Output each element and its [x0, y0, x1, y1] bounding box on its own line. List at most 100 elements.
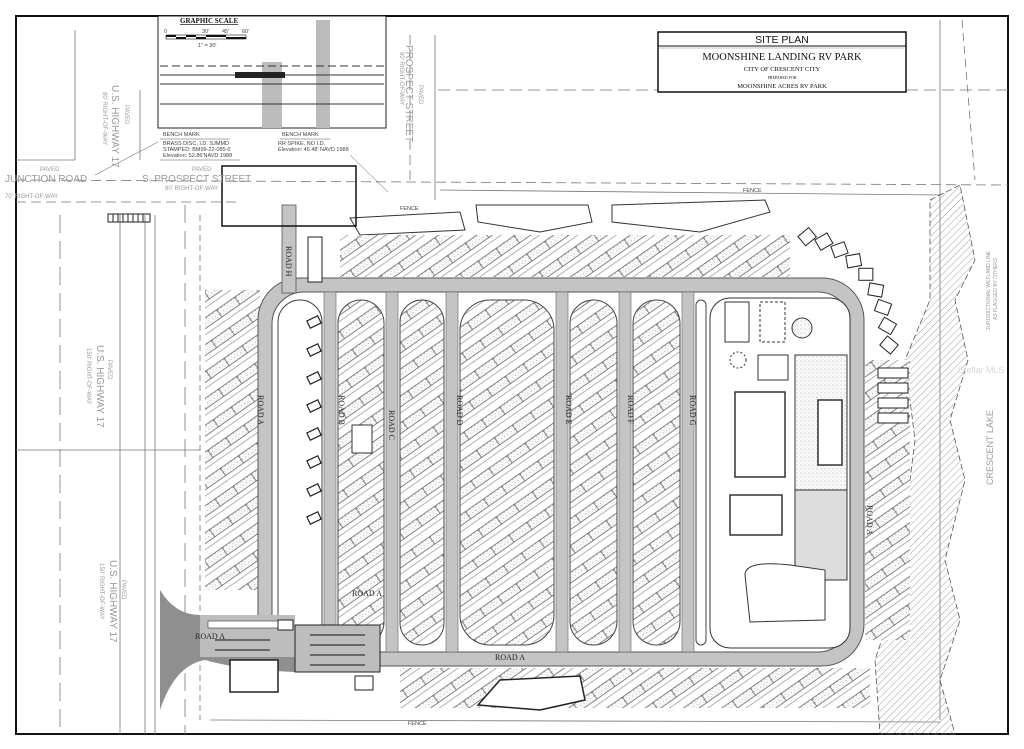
svg-text:70' RIGHT-OF-WAY: 70' RIGHT-OF-WAY: [5, 194, 58, 200]
cabin: [877, 382, 909, 394]
road-h-label: ROAD H: [284, 246, 293, 277]
svg-text:PAVED: PAVED: [106, 360, 112, 380]
svg-text:U.S. HIGHWAY 17: U.S. HIGHWAY 17: [94, 345, 105, 428]
svg-text:BENCH MARK: BENCH MARK: [282, 132, 319, 138]
svg-text:PAVED: PAVED: [192, 167, 212, 173]
svg-text:45': 45': [222, 29, 229, 35]
svg-text:FENCE: FENCE: [743, 188, 762, 194]
bottom-pond: [476, 675, 586, 711]
road-a-bottom-label: ROAD A: [495, 653, 525, 662]
svg-text:BENCH MARK: BENCH MARK: [163, 132, 200, 138]
rv-island: [569, 299, 618, 646]
rv-sites-top-row: [340, 235, 790, 277]
fence-labels: FENCE FENCE FENCE: [400, 188, 762, 727]
road-f-label: ROAD F: [626, 395, 635, 425]
svg-text:U.S. HIGHWAY 17: U.S. HIGHWAY 17: [109, 85, 120, 168]
internal-road: [385, 291, 399, 653]
svg-text:PAVED: PAVED: [40, 167, 60, 173]
pad: [306, 483, 322, 497]
pad: [306, 511, 322, 525]
svg-text:150' RIGHT-OF-WAY: 150' RIGHT-OF-WAY: [85, 348, 91, 404]
svg-text:MOONSHINE ACRES RV PARK: MOONSHINE ACRES RV PARK: [737, 83, 827, 90]
svg-text:80' RIGHT-OF-WAY: 80' RIGHT-OF-WAY: [398, 52, 404, 105]
rv-sites-bottom-row: [400, 668, 870, 708]
road-a-inner-label: ROAD A: [352, 589, 382, 598]
internal-road: [618, 291, 632, 653]
svg-text:STAMPED: BM99-22-085-0: STAMPED: BM99-22-085-0: [163, 147, 230, 153]
road-a-left-label: ROAD A: [256, 395, 265, 425]
svg-text:150' RIGHT-OF-WAY: 150' RIGHT-OF-WAY: [98, 563, 104, 619]
pad: [306, 399, 322, 413]
wetland-note-1: JURISDICTIONAL WETLAND LINE: [986, 250, 992, 330]
cabin: [797, 226, 818, 247]
bench-mark-2: BENCH MARK RR SPIKE, NO I.D. Elevation: …: [278, 132, 389, 193]
pad: [306, 343, 322, 357]
svg-text:80' RIGHT-OF-WAY: 80' RIGHT-OF-WAY: [165, 186, 218, 192]
cabin: [867, 282, 885, 298]
svg-text:JUNCTION ROAD: JUNCTION ROAD: [5, 174, 87, 185]
cabin: [877, 412, 909, 424]
svg-text:BRASS DISC, I.D. SJMMD: BRASS DISC, I.D. SJMMD: [163, 141, 229, 147]
internal-road: [555, 291, 569, 653]
svg-text:RR SPIKE, NO I.D.: RR SPIKE, NO I.D.: [278, 141, 326, 147]
cabin: [845, 253, 863, 269]
rv-island: [459, 299, 555, 646]
street-labels: PAVED JUNCTION ROAD 70' RIGHT-OF-WAY PAV…: [5, 45, 423, 643]
internal-road: [323, 291, 337, 653]
svg-text:SITE PLAN: SITE PLAN: [755, 34, 809, 46]
cabin: [877, 397, 909, 409]
watermark: Stellar MLS: [958, 365, 1005, 375]
internal-road: [681, 291, 695, 653]
svg-text:PAVED: PAVED: [417, 85, 423, 105]
svg-text:PREPARED FOR: PREPARED FOR: [768, 75, 797, 80]
rv-island: [399, 299, 445, 646]
road-d-label: ROAD D: [455, 395, 464, 426]
pad: [306, 315, 322, 329]
svg-text:PAVED: PAVED: [123, 105, 129, 125]
cabin: [877, 316, 898, 336]
enlarged-entrance-detail: [157, 15, 387, 227]
svg-text:Elevation: 46.48' NAVD 1988: Elevation: 46.48' NAVD 1988: [278, 147, 349, 153]
svg-text:GRAPHIC SCALE: GRAPHIC SCALE: [180, 17, 238, 25]
svg-text:30': 30': [202, 29, 209, 35]
road-b-label: ROAD B: [337, 395, 346, 425]
road-labels: ROAD H ROAD A ROAD B ROAD C ROAD D ROAD …: [195, 246, 874, 662]
cabin: [879, 335, 899, 355]
pad: [306, 371, 322, 385]
wetland-note-2: AS FLAGGED BY OTHERS: [993, 257, 999, 320]
rv-islands: [277, 291, 707, 653]
road-g-label: ROAD G: [688, 395, 697, 426]
cabin: [830, 241, 849, 259]
title-block: SITE PLAN MOONSHINE LANDING RV PARK CITY…: [657, 31, 907, 93]
pad: [306, 455, 322, 469]
cabins: [797, 226, 909, 424]
road-e-label: ROAD E: [564, 395, 573, 425]
lake-label: CRESCENT LAKE: [985, 410, 995, 485]
svg-text:0: 0: [164, 29, 167, 35]
cabin: [814, 232, 834, 252]
cabin: [877, 367, 909, 379]
road-a-entrance-label: ROAD A: [195, 632, 225, 641]
graphic-scale: GRAPHIC SCALE 0 30' 45' 60' 1" = 30': [164, 17, 249, 49]
cabin: [873, 298, 893, 317]
clubhouse-area: [709, 297, 851, 649]
svg-text:CITY OF CRESCENT CITY: CITY OF CRESCENT CITY: [744, 66, 821, 73]
rv-island: [695, 299, 707, 646]
svg-text:U.S. HIGHWAY 17: U.S. HIGHWAY 17: [107, 560, 118, 643]
svg-text:PAVED: PAVED: [120, 580, 126, 600]
svg-text:80' RIGHT-OF-WAY: 80' RIGHT-OF-WAY: [101, 92, 107, 145]
restroom-building: [351, 424, 373, 454]
retention-ponds: [349, 199, 771, 236]
street-lines: [15, 19, 1009, 734]
svg-text:FENCE: FENCE: [408, 721, 427, 727]
road-a-right-label: ROAD A: [865, 505, 874, 535]
svg-text:PROSPECT STREET: PROSPECT STREET: [403, 45, 414, 142]
internal-road: [445, 291, 459, 653]
bench-mark-1: BENCH MARK BRASS DISC, I.D. SJMMD STAMPE…: [94, 132, 240, 176]
svg-text:60': 60': [242, 29, 249, 35]
svg-text:MOONSHINE LANDING RV PARK: MOONSHINE LANDING RV PARK: [702, 52, 862, 63]
rv-island: [632, 299, 681, 646]
svg-text:Elevation: 52.86'NAVD 1988: Elevation: 52.86'NAVD 1988: [163, 153, 232, 159]
rv-sites-left: [205, 290, 260, 590]
road-c-label: ROAD C: [387, 410, 396, 440]
